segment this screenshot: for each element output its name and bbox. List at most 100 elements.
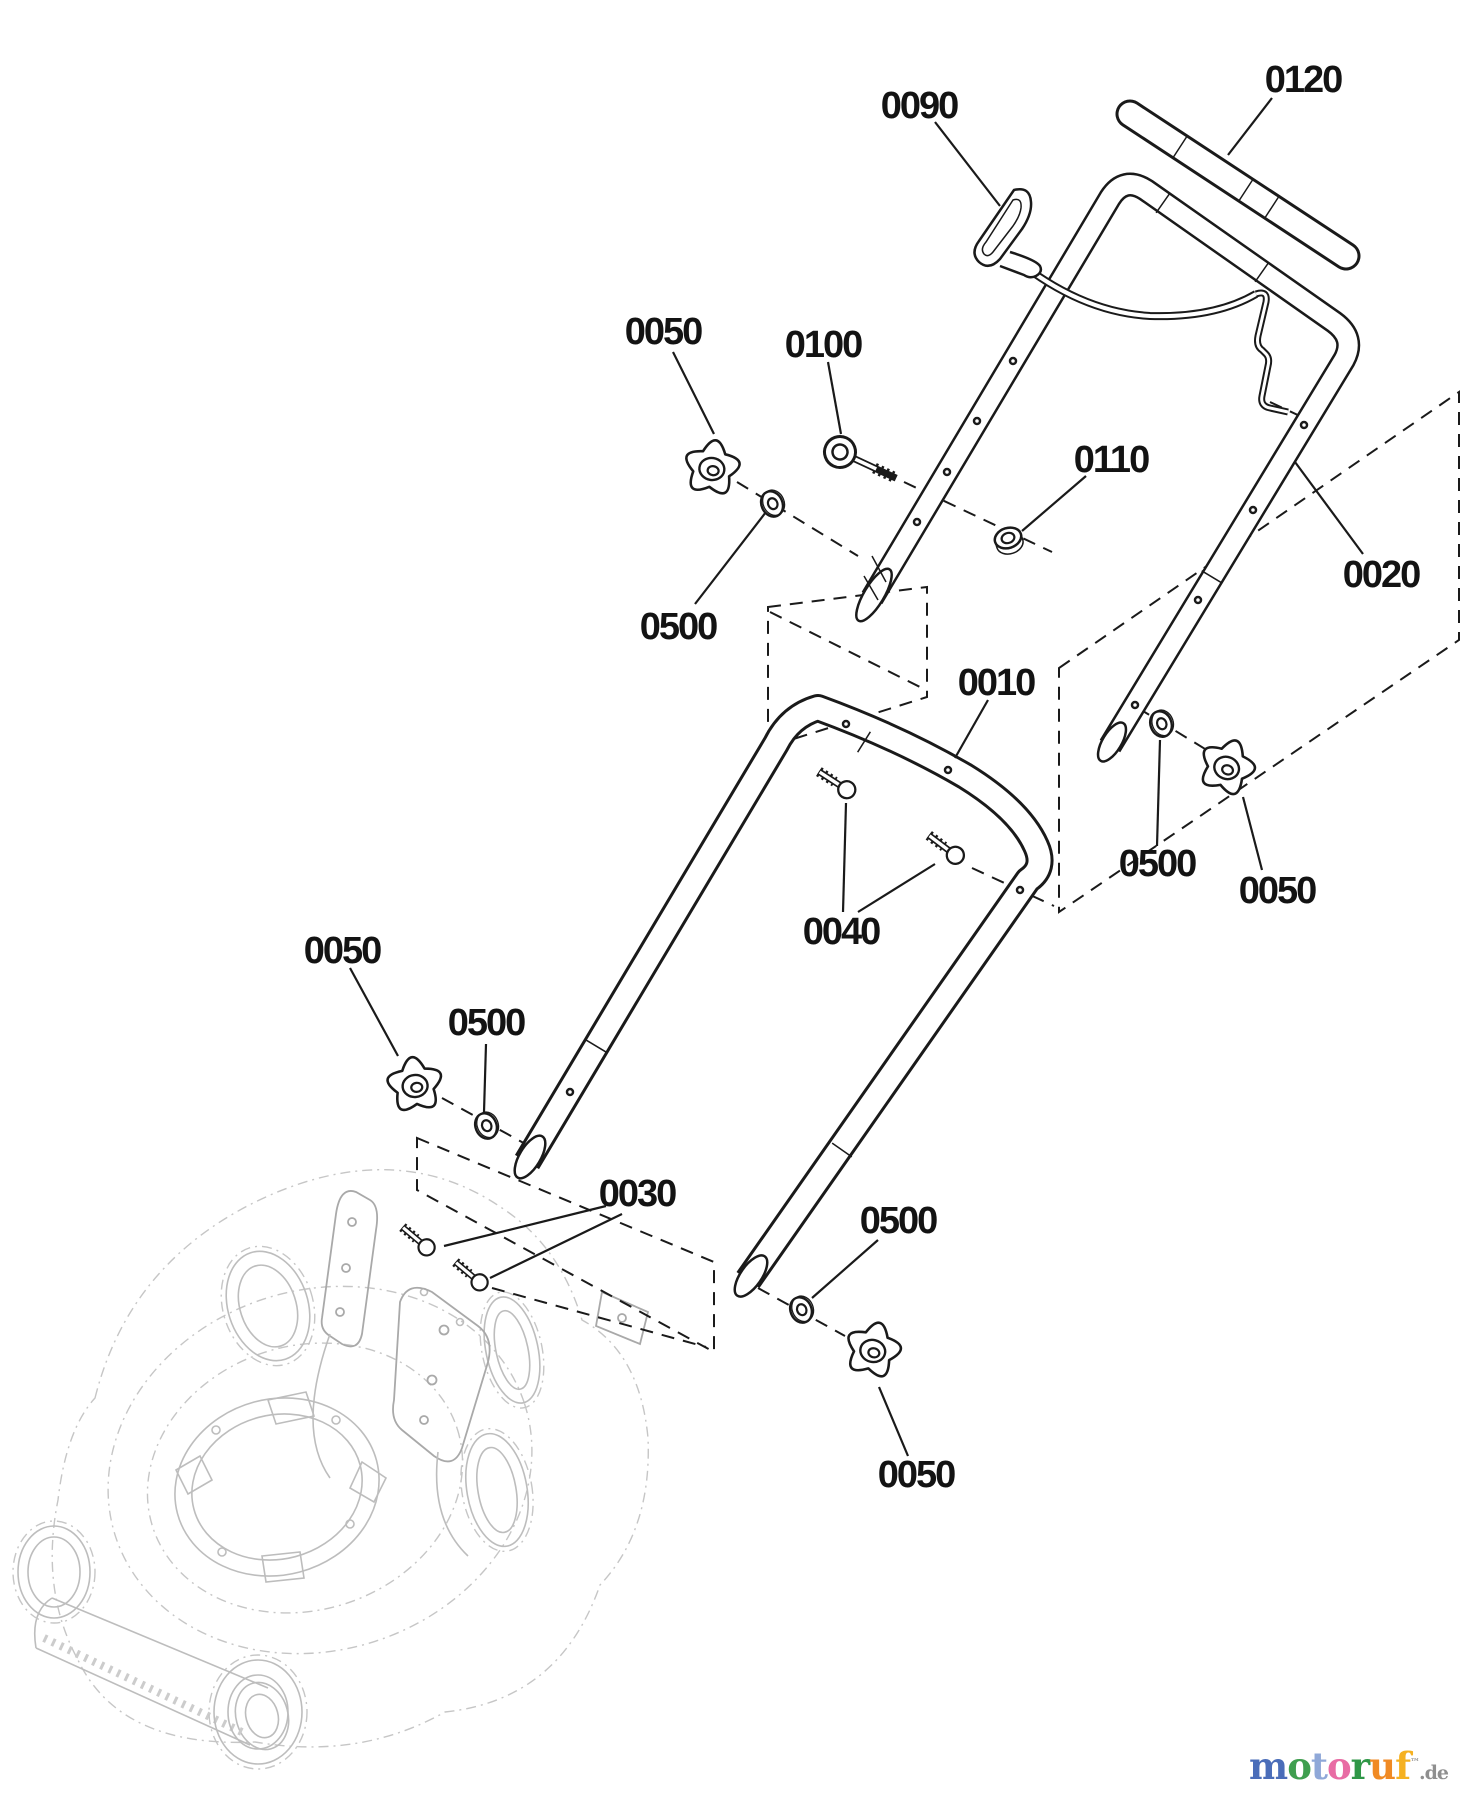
axis-cable-hook [1269, 401, 1303, 418]
leader-0120 [1227, 97, 1273, 156]
leader-0050-lower-left [349, 967, 399, 1057]
cable-clip-hole [1130, 700, 1140, 710]
part-label-0110: 0110 [1074, 439, 1149, 481]
part-label-0500-right: 0500 [1119, 843, 1196, 885]
lower-handle-tube [513, 694, 1054, 1298]
leader-0500-lower-left [482, 1043, 488, 1113]
leader-0050-right [1241, 796, 1264, 871]
cable-clip-hole [1008, 356, 1018, 366]
part-label-0010: 0010 [958, 662, 1035, 704]
carriage-bolt-0040-b [924, 828, 968, 867]
deck-top-ring [107, 1285, 533, 1655]
cable-clip-hole [1248, 505, 1258, 515]
part-label-0090: 0090 [881, 85, 958, 127]
part-label-0050-lower-left: 0050 [304, 930, 381, 972]
leader-lines [349, 97, 1364, 1457]
guide-loop [973, 188, 1033, 268]
cable-guide [973, 188, 1289, 416]
guide-tab [999, 250, 1043, 279]
leader-0500-upper-left [694, 511, 767, 605]
bracket-plate-small [594, 1290, 650, 1346]
leader-0500-right [1155, 739, 1162, 847]
logo-letter-o2: o [1326, 1744, 1352, 1788]
star-knob-right [1192, 730, 1264, 800]
wheel-right-bottom [460, 1427, 534, 1553]
axis-knob-right [1137, 707, 1211, 753]
star-knob-upper-left [680, 435, 744, 497]
leader-0020 [1294, 461, 1364, 555]
leader-0040-b [857, 863, 936, 913]
dashed-assembly-boxes [416, 390, 1460, 1354]
guide-loop-inner [981, 198, 1022, 257]
screw-0030-a [397, 1221, 438, 1259]
deck-hole [455, 1317, 465, 1327]
tube-divider [585, 1039, 607, 1053]
leader-0040-a [841, 802, 848, 913]
motoruf-logo: motoruf™.de [1249, 1748, 1449, 1785]
flange-nut [993, 526, 1024, 555]
leader-0110 [1021, 475, 1087, 532]
tube-divider [857, 731, 871, 753]
ring-tab-bottom [261, 1551, 305, 1583]
tube-divider [1155, 192, 1171, 214]
tube-hole [565, 1087, 575, 1097]
upper-handle-tube [855, 172, 1361, 763]
axis-box-diagonal [769, 611, 923, 689]
deck-hole [331, 1415, 341, 1425]
star-knob-lower-left [384, 1053, 446, 1113]
grip-divider [1172, 135, 1188, 159]
axis-bolt-bracket [491, 1287, 707, 1348]
part-label-0050-bottom: 0050 [878, 1454, 955, 1496]
tube-hole [943, 765, 953, 775]
leader-0050-bottom [877, 1386, 910, 1457]
logo-letter-f: f [1395, 1744, 1411, 1788]
wheel-right-top [479, 1291, 545, 1409]
blade-ring-outer [174, 1397, 380, 1577]
axis-knob-upper-left [736, 481, 859, 557]
part-label-0120: 0120 [1265, 59, 1342, 101]
tube-divider [1201, 570, 1223, 584]
part-label-0050-upper-left: 0050 [625, 311, 702, 353]
eye-bolt [823, 435, 899, 484]
assembly-box-right-junction [1058, 390, 1460, 914]
wheel-left-top [220, 1245, 316, 1367]
ring-tab-right [348, 1460, 388, 1504]
cable-clip-hole [1299, 420, 1309, 430]
part-label-0100: 0100 [785, 324, 862, 366]
cable-clip-hole [912, 517, 922, 527]
leader-0030-a [443, 1204, 607, 1248]
grip-divider [1238, 178, 1254, 202]
cable-clip-hole [972, 416, 982, 426]
mower-deck-ghost [12, 1169, 650, 1770]
tube-divider [1254, 261, 1270, 283]
handle-bracket-left [312, 1190, 379, 1479]
leader-0010 [954, 699, 989, 759]
ring-tab-left [174, 1454, 214, 1496]
assembly-box-bracket [416, 1136, 715, 1354]
leader-0030-b [489, 1213, 623, 1279]
cable-clip-hole [942, 467, 952, 477]
deck-outline [51, 1169, 649, 1748]
ring-tab-top [266, 1391, 316, 1425]
skirt-end-cap-inner [244, 1693, 280, 1739]
washer-lower-left [470, 1107, 504, 1144]
skirt-tread [42, 1634, 248, 1738]
tube-cut-end [1096, 721, 1128, 763]
cut-hatch [863, 555, 887, 601]
tube-hole [1015, 885, 1025, 895]
logo-letter-t: t [1310, 1744, 1328, 1788]
logo-suffix: .de [1419, 1762, 1449, 1784]
leader-0100 [826, 361, 843, 435]
tube-hole [841, 719, 851, 729]
cable-clip-hole [1193, 595, 1203, 605]
blade-ring-inner [191, 1413, 363, 1561]
tube-divider [831, 1142, 853, 1158]
part-label-0050-right: 0050 [1239, 870, 1316, 912]
part-labels: 0090 0120 0050 0100 0110 0020 0500 0010 … [304, 59, 1422, 1496]
tube-cut-end [513, 1134, 547, 1180]
wheel-rear-left [12, 1520, 96, 1624]
star-knob-bottom [839, 1315, 908, 1381]
part-label-0030: 0030 [599, 1173, 676, 1215]
grip-bar [1115, 99, 1361, 271]
